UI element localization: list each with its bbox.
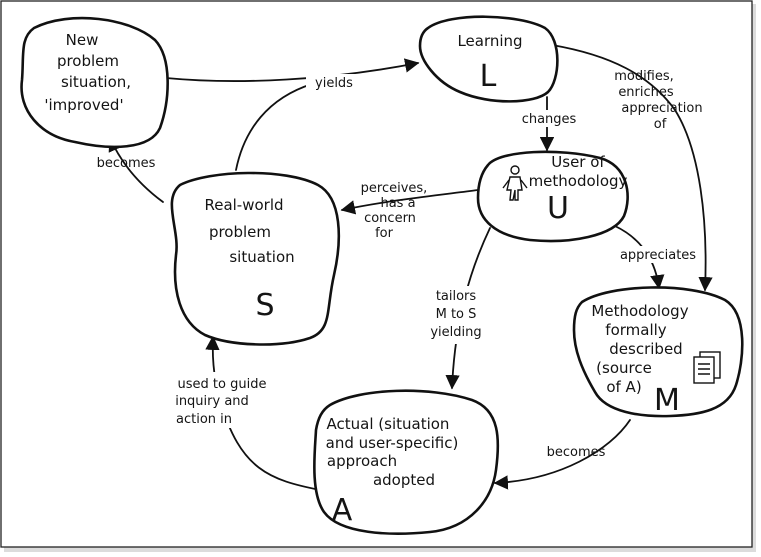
node-user-line-2: methodology <box>529 172 628 190</box>
edge-perceives-line-3: concern <box>364 211 416 226</box>
edge-yields-arrow <box>165 58 420 82</box>
edge-modifies-line-4: of <box>654 117 667 132</box>
edge-yields-label: yields <box>315 76 353 91</box>
edge-tailors-line-3: yielding <box>430 325 481 340</box>
document-stack-icon <box>693 351 721 384</box>
node-methodology-line-3: described <box>609 340 682 358</box>
node-real-world: Real-world problem situation S <box>204 196 294 323</box>
edge-becomes-approach-arrow <box>493 419 631 490</box>
node-learning-shape <box>418 15 559 103</box>
edge-appreciates-bg <box>612 246 702 263</box>
edge-tailors-line-1: tailors <box>436 289 477 304</box>
node-approach-line-4: adopted <box>373 471 435 489</box>
person-icon <box>502 165 528 201</box>
node-methodology-line-1: Methodology <box>591 302 688 320</box>
edge-used-to-guide-line-1: used to guide <box>178 377 267 392</box>
edge-becomes-approach-label: becomes <box>547 445 606 460</box>
edge-modifies-line-1: modifies, <box>614 69 674 84</box>
node-learning: Learning L <box>457 32 522 94</box>
node-approach-line-1: Actual (situation <box>327 415 450 433</box>
edge-yields: yields <box>306 74 364 92</box>
edge-realworld-yields-line <box>235 83 313 171</box>
edge-appreciates: appreciates <box>612 246 702 263</box>
edge-yields-bg <box>306 74 364 92</box>
edge-changes-bg <box>516 110 580 127</box>
edge-tailors: tailors M to S yielding <box>418 286 488 344</box>
node-new-problem-shape <box>20 16 169 149</box>
edge-modifies-line-3: appreciation <box>621 101 702 116</box>
edge-perceives-arrow <box>340 189 479 215</box>
node-methodology-line-5: of A) <box>606 378 641 396</box>
edge-changes-label: changes <box>522 112 577 127</box>
node-methodology-letter: M <box>654 383 680 418</box>
edge-used-to-guide-line-3: action in <box>176 412 232 427</box>
node-real-world-shape <box>170 171 341 346</box>
node-user: User of methodology U <box>502 153 628 226</box>
edge-changes: changes <box>516 110 580 127</box>
node-new-problem-line-3: situation, <box>61 73 131 91</box>
edge-tailors-bg <box>418 286 488 344</box>
node-user-letter: U <box>547 191 569 226</box>
node-methodology-line-2: formally <box>605 321 667 339</box>
node-real-world-letter: S <box>255 288 274 323</box>
node-real-world-line-2: problem <box>209 223 271 241</box>
edge-appreciates-label: appreciates <box>620 248 696 263</box>
edge-modifies: modifies, enriches appreciation of <box>614 69 702 132</box>
node-methodology: Methodology formally described (source o… <box>591 302 721 418</box>
edge-used-to-guide-line-2: inquiry and <box>175 394 249 409</box>
node-new-problem: New problem situation, 'improved' <box>44 31 131 114</box>
edge-used-to-guide: used to guide inquiry and action in <box>160 372 282 428</box>
edge-modifies-arrow <box>551 44 713 292</box>
edge-perceives-line-1: perceives, <box>361 181 428 196</box>
node-user-line-1: User of <box>551 153 605 171</box>
node-learning-label: Learning <box>457 32 522 50</box>
node-real-world-line-1: Real-world <box>204 196 283 214</box>
edge-used-to-guide-bg <box>160 372 282 428</box>
edge-modifies-line-2: enriches <box>618 85 674 100</box>
node-real-world-line-3: situation <box>229 248 294 266</box>
edge-becomes-approach: becomes <box>547 445 606 460</box>
node-methodology-line-4: (source <box>596 359 652 377</box>
node-approach-line-3: approach <box>327 452 397 470</box>
edge-perceives-line-4: for <box>375 226 394 241</box>
edge-becomes-new-label: becomes <box>97 156 156 171</box>
node-approach-letter: A <box>332 493 353 528</box>
node-new-problem-line-2: problem <box>57 52 119 70</box>
node-learning-letter: L <box>480 59 497 94</box>
edge-becomes-new: becomes <box>97 156 156 171</box>
node-methodology-shape <box>572 286 744 418</box>
node-approach-shape <box>313 389 500 535</box>
edge-tailors-line-2: M to S <box>436 307 477 322</box>
node-new-problem-line-1: New <box>66 31 99 49</box>
node-approach-line-2: and user-specific) <box>326 434 459 452</box>
node-approach: Actual (situation and user-specific) app… <box>326 415 459 528</box>
edge-perceives-line-2: has a <box>380 196 415 211</box>
edge-perceives: perceives, has a concern for <box>361 181 428 241</box>
node-new-problem-line-4: 'improved' <box>44 96 123 114</box>
